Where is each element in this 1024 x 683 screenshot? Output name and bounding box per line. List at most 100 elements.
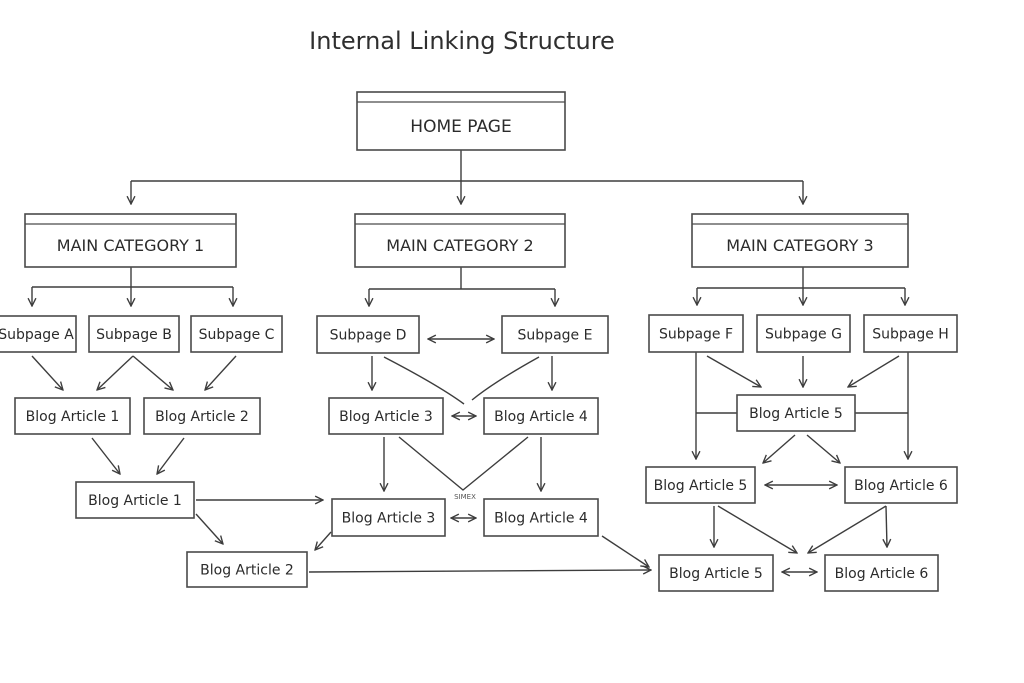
- diagram-title: Internal Linking Structure: [309, 27, 615, 55]
- node-label: Blog Article 6: [854, 478, 948, 494]
- link-arrow: [97, 355, 134, 390]
- node-label: Subpage A: [0, 327, 74, 343]
- node-label: Subpage F: [659, 327, 733, 343]
- node-label: Blog Article 5: [669, 566, 763, 582]
- node-b1a: Blog Article 1: [14, 397, 131, 435]
- node-b3b: Blog Article 5: [645, 466, 756, 504]
- node-frame: [483, 397, 599, 435]
- node-group: HOME PAGE MAIN CATEGORY 1 MAIN CATEGORY 2 M…: [0, 91, 958, 592]
- node-b3d: Blog Article 5: [658, 554, 774, 592]
- node-label: Blog Article 3: [342, 511, 436, 527]
- node-frame: [24, 213, 237, 268]
- node-b3a: Blog Article 5: [736, 394, 856, 432]
- link-line: [471, 356, 540, 401]
- node-label: Subpage E: [518, 328, 593, 344]
- node-label: Blog Article 3: [339, 409, 433, 425]
- node-frame: [14, 397, 131, 435]
- link-line: [383, 356, 465, 405]
- node-label: Subpage C: [199, 327, 275, 343]
- node-cat3: MAIN CATEGORY 3: [691, 213, 909, 268]
- node-b1c: Blog Article 1: [75, 481, 195, 519]
- node-subG: Subpage G: [756, 314, 851, 353]
- node-b3c: Blog Article 6: [844, 466, 958, 504]
- node-cat2: MAIN CATEGORY 2: [354, 213, 566, 268]
- node-frame: [316, 315, 420, 354]
- node-frame: [143, 397, 261, 435]
- node-frame: [354, 213, 566, 268]
- node-frame: [483, 498, 599, 537]
- node-frame: [190, 315, 283, 353]
- node-cat1: MAIN CATEGORY 1: [24, 213, 237, 268]
- node-label: MAIN CATEGORY 3: [726, 236, 873, 255]
- node-frame: [75, 481, 195, 519]
- node-label: Blog Article 5: [654, 478, 748, 494]
- node-b1d: Blog Article 2: [186, 551, 308, 588]
- link-arrow: [886, 505, 887, 547]
- link-arrow: [706, 355, 761, 387]
- node-b2b: Blog Article 4: [483, 397, 599, 435]
- node-label: HOME PAGE: [410, 117, 511, 137]
- node-frame: [648, 314, 744, 353]
- node-subF: Subpage F: [648, 314, 744, 353]
- node-frame: [756, 314, 851, 353]
- node-frame: [88, 315, 180, 353]
- link-arrow: [601, 535, 649, 567]
- node-b3e: Blog Article 6: [824, 554, 939, 592]
- node-subD: Subpage D: [316, 315, 420, 354]
- node-frame: [645, 466, 756, 504]
- node-label: Subpage G: [765, 327, 842, 343]
- node-home: HOME PAGE: [356, 91, 566, 151]
- node-frame: [328, 397, 444, 435]
- node-label: Subpage B: [96, 327, 172, 343]
- link-arrow: [308, 570, 651, 572]
- node-b2c: Blog Article 3: [331, 498, 446, 537]
- node-b2d: Blog Article 4: [483, 498, 599, 537]
- node-frame: [691, 213, 909, 268]
- node-label: Blog Article 6: [835, 566, 929, 582]
- node-subA: Subpage A: [0, 315, 77, 353]
- stray-label: SIMEX: [454, 493, 476, 501]
- node-b2a: Blog Article 3: [328, 397, 444, 435]
- node-frame: [331, 498, 446, 537]
- node-label: MAIN CATEGORY 2: [386, 236, 533, 255]
- link-arrow: [157, 437, 185, 474]
- node-subB: Subpage B: [88, 315, 180, 353]
- node-subC: Subpage C: [190, 315, 283, 353]
- node-label: MAIN CATEGORY 1: [57, 236, 204, 255]
- link-arrow: [315, 531, 332, 550]
- node-subE: Subpage E: [501, 315, 609, 354]
- node-frame: [501, 315, 609, 354]
- link-arrow: [806, 434, 840, 463]
- link-arrow: [205, 355, 237, 390]
- node-frame: [0, 315, 77, 353]
- node-frame: [186, 551, 308, 588]
- link-arrow: [848, 355, 900, 387]
- node-label: Blog Article 1: [26, 409, 120, 425]
- node-frame: [658, 554, 774, 592]
- link-arrow: [31, 355, 63, 390]
- node-label: Blog Article 1: [88, 493, 182, 509]
- node-b1b: Blog Article 2: [143, 397, 261, 435]
- node-label: Subpage H: [872, 327, 949, 343]
- node-label: Blog Article 5: [749, 406, 843, 422]
- node-subH: Subpage H: [863, 314, 958, 353]
- node-label: Blog Article 2: [200, 563, 294, 579]
- node-frame: [824, 554, 939, 592]
- node-frame: [863, 314, 958, 353]
- link-arrow: [132, 355, 173, 390]
- node-label: Blog Article 4: [494, 511, 588, 527]
- connector-group: [32, 150, 908, 572]
- node-frame: [844, 466, 958, 504]
- node-label: Subpage D: [330, 328, 407, 344]
- node-label: Blog Article 2: [155, 409, 249, 425]
- node-label: Blog Article 4: [494, 409, 588, 425]
- link-arrow: [195, 513, 223, 544]
- node-frame: [736, 394, 856, 432]
- link-line: [398, 436, 529, 491]
- link-arrow: [808, 505, 887, 553]
- link-arrow: [763, 434, 796, 463]
- link-arrow: [91, 437, 120, 474]
- link-arrow: [717, 505, 797, 553]
